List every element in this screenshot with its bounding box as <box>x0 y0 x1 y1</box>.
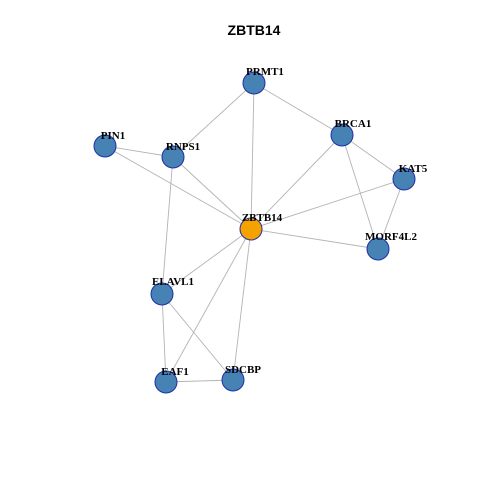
edge-zbtb14-sdcbp <box>232 228 252 381</box>
node-pin1 <box>93 134 117 158</box>
graph-title: ZBTB14 <box>228 22 281 38</box>
node-sdcbp <box>221 368 245 392</box>
edge-brca1-kat5 <box>341 134 405 180</box>
edge-prmt1-zbtb14 <box>250 82 255 230</box>
edge-zbtb14-eaf1 <box>165 228 252 383</box>
node-label-sdcbp: SDCBP <box>225 364 261 376</box>
edge-elavl1-eaf1 <box>161 293 167 383</box>
edge-rnps1-zbtb14 <box>172 156 252 230</box>
node-label-pin1: PIN1 <box>101 130 125 142</box>
edge-kat5-zbtb14 <box>250 178 405 230</box>
edge-pin1-zbtb14 <box>104 145 252 230</box>
edge-brca1-morf4l2 <box>341 134 379 250</box>
node-brca1 <box>330 123 354 147</box>
edge-prmt1-brca1 <box>253 82 343 136</box>
node-label-zbtb14: ZBTB14 <box>242 212 283 224</box>
node-label-brca1: BRCA1 <box>335 118 372 130</box>
node-rnps1 <box>161 145 185 169</box>
node-morf4l2 <box>366 237 390 261</box>
edges-layer <box>104 82 405 383</box>
edge-brca1-zbtb14 <box>250 134 343 230</box>
edge-kat5-morf4l2 <box>377 178 405 250</box>
edge-zbtb14-morf4l2 <box>250 228 379 250</box>
node-label-eaf1: EAF1 <box>161 366 189 378</box>
edge-rnps1-elavl1 <box>161 156 174 295</box>
edge-elavl1-sdcbp <box>161 293 234 381</box>
edge-zbtb14-elavl1 <box>161 228 252 295</box>
nodes-layer <box>93 71 416 394</box>
node-kat5 <box>392 167 416 191</box>
node-label-kat5: KAT5 <box>399 163 428 175</box>
node-label-elavl1: ELAVL1 <box>152 276 194 288</box>
node-label-morf4l2: MORF4L2 <box>365 231 417 243</box>
node-eaf1 <box>154 370 178 394</box>
node-label-prmt1: PRMT1 <box>246 66 284 78</box>
node-label-rnps1: RNPS1 <box>166 141 200 153</box>
node-elavl1 <box>150 282 174 306</box>
edge-prmt1-rnps1 <box>172 82 255 158</box>
node-prmt1 <box>242 71 266 95</box>
node-zbtb14 <box>239 217 263 241</box>
